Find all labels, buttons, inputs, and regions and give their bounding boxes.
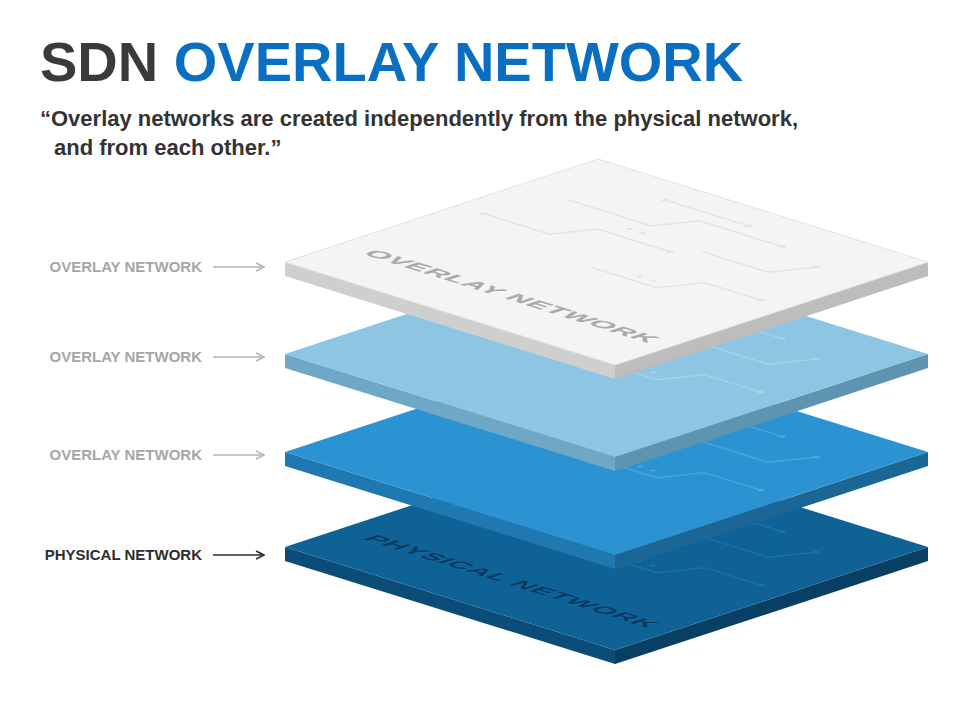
leader-arrow (213, 454, 264, 456)
layer-label: PHYSICAL NETWORK (45, 546, 202, 564)
leader-arrow (213, 554, 264, 556)
layer-label: OVERLAY NETWORK (49, 348, 202, 366)
layer-label: OVERLAY NETWORK (49, 446, 202, 464)
layer-label: OVERLAY NETWORK (49, 258, 202, 276)
leader-arrow (213, 356, 264, 358)
diagram-title: SDN OVERLAY NETWORK (40, 30, 743, 94)
caption-quote: “Overlay networks are created independen… (40, 104, 814, 162)
overlay-layer (285, 159, 928, 379)
leader-arrow (213, 266, 264, 268)
